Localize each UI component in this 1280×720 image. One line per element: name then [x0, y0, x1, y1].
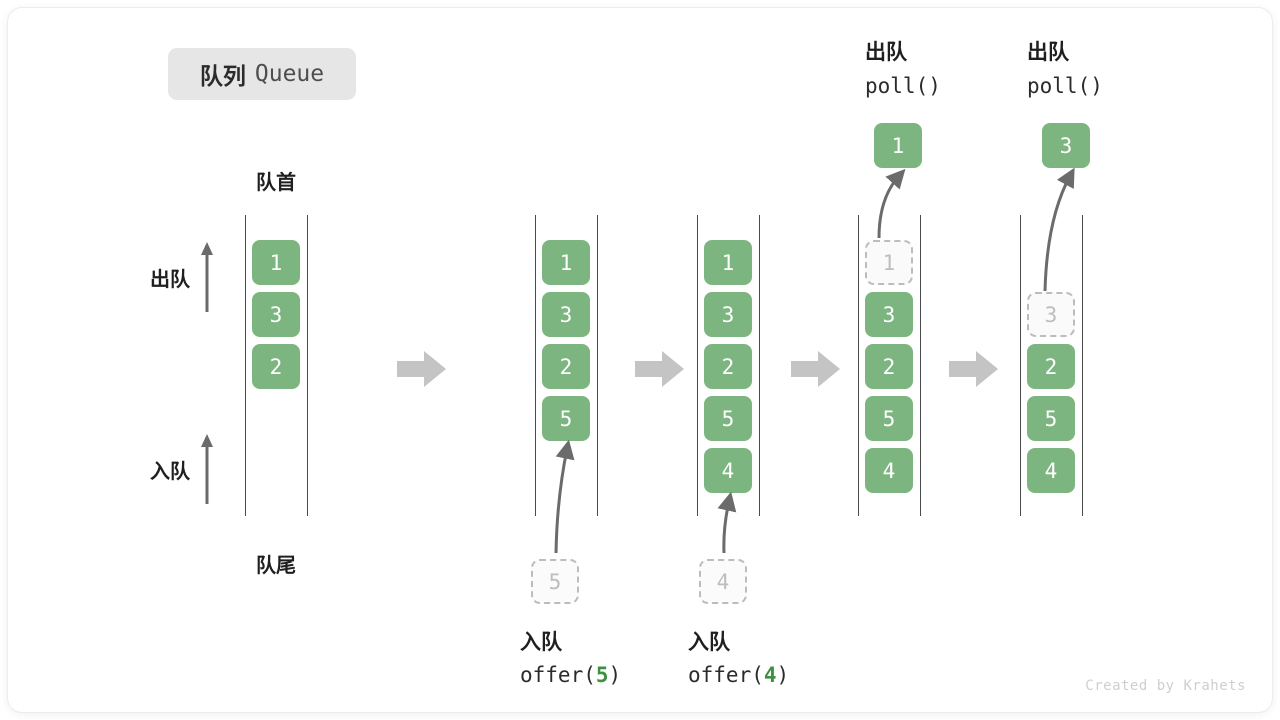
step-arrow-icon — [791, 349, 841, 389]
dequeue-caption-fn: poll() — [865, 73, 941, 98]
queue-cell-ghost: 1 — [865, 240, 913, 285]
queue-cell: 2 — [704, 344, 752, 389]
step-arrow-icon — [397, 349, 447, 389]
dequeue-caption-cn: 出队 — [1027, 40, 1069, 64]
enqueue-pending-value: 4 — [699, 559, 747, 604]
dequeue-caption: 出队 poll() — [1027, 36, 1103, 103]
step-arrow-icon — [635, 349, 685, 389]
queue-rail-left — [535, 215, 536, 516]
step-arrow-icon — [949, 349, 999, 389]
queue-rail-right — [307, 215, 308, 516]
queue-cell: 4 — [704, 448, 752, 493]
dequeue-caption: 出队 poll() — [865, 36, 941, 103]
enqueue-fn-suffix: ) — [776, 662, 790, 687]
queue-rail-left — [245, 215, 246, 516]
dequeue-caption-cn: 出队 — [865, 40, 907, 64]
queue-head-label: 队首 — [256, 170, 296, 194]
queue-cell: 5 — [1027, 396, 1075, 441]
enqueue-caption: 入队 offer(4) — [688, 626, 789, 691]
queue-cell: 3 — [542, 292, 590, 337]
queue-rail-left — [1020, 215, 1021, 516]
credit-text: Created by Krahets — [1085, 678, 1246, 694]
queue-cell: 5 — [542, 396, 590, 441]
title-badge: 队列 Queue — [168, 48, 356, 100]
enqueue-caption-fn: offer(4) — [688, 659, 789, 692]
queue-cell: 2 — [865, 344, 913, 389]
queue-rail-right — [1082, 215, 1083, 516]
queue-cell: 3 — [865, 292, 913, 337]
queue-tail-label: 队尾 — [256, 553, 296, 577]
enqueue-fn-arg: 5 — [595, 662, 609, 687]
enqueue-fn-suffix: ) — [608, 662, 622, 687]
title-en: Queue — [254, 61, 325, 87]
enqueue-direction-label: 入队 — [150, 432, 214, 506]
enqueue-pending-value: 5 — [531, 559, 579, 604]
queue-cell: 4 — [865, 448, 913, 493]
queue-cell: 3 — [704, 292, 752, 337]
enqueue-label-text: 入队 — [150, 458, 190, 483]
enqueue-up-arrow-icon — [201, 434, 213, 504]
queue-cell: 1 — [542, 240, 590, 285]
title-cn: 队列 — [199, 64, 246, 90]
enqueue-caption-fn: offer(5) — [520, 659, 621, 692]
queue-rail-right — [597, 215, 598, 516]
queue-cell: 5 — [704, 396, 752, 441]
queue-cell: 2 — [252, 344, 300, 389]
dequeue-label-text: 出队 — [150, 266, 190, 291]
queue-rail-right — [920, 215, 921, 516]
dequeue-caption-fn: poll() — [1027, 73, 1103, 98]
enqueue-fn-prefix: offer( — [688, 662, 764, 687]
queue-cell: 2 — [542, 344, 590, 389]
queue-cell: 1 — [252, 240, 300, 285]
queue-cell: 4 — [1027, 448, 1075, 493]
enqueue-caption: 入队 offer(5) — [520, 626, 621, 691]
queue-cell: 2 — [1027, 344, 1075, 389]
queue-rail-left — [858, 215, 859, 516]
queue-cell-ghost: 3 — [1027, 292, 1075, 337]
dequeue-direction-label: 出队 — [150, 240, 214, 314]
dequeue-up-arrow-icon — [201, 242, 213, 312]
enqueue-caption-cn: 入队 — [688, 630, 730, 654]
enqueue-fn-prefix: offer( — [520, 662, 596, 687]
dequeue-result-cell: 3 — [1042, 123, 1090, 168]
diagram-canvas: 队列 Queue 队首 队尾 出队 入队 1 3 2 1 3 2 5 1 3 2 5 4 1 3 2 5 4 3 2… — [8, 8, 1272, 712]
dequeue-result-cell: 1 — [874, 123, 922, 168]
queue-cell: 1 — [704, 240, 752, 285]
enqueue-fn-arg: 4 — [763, 662, 777, 687]
enqueue-caption-cn: 入队 — [520, 630, 562, 654]
queue-cell: 3 — [252, 292, 300, 337]
queue-cell: 5 — [865, 396, 913, 441]
queue-rail-left — [697, 215, 698, 516]
queue-rail-right — [759, 215, 760, 516]
